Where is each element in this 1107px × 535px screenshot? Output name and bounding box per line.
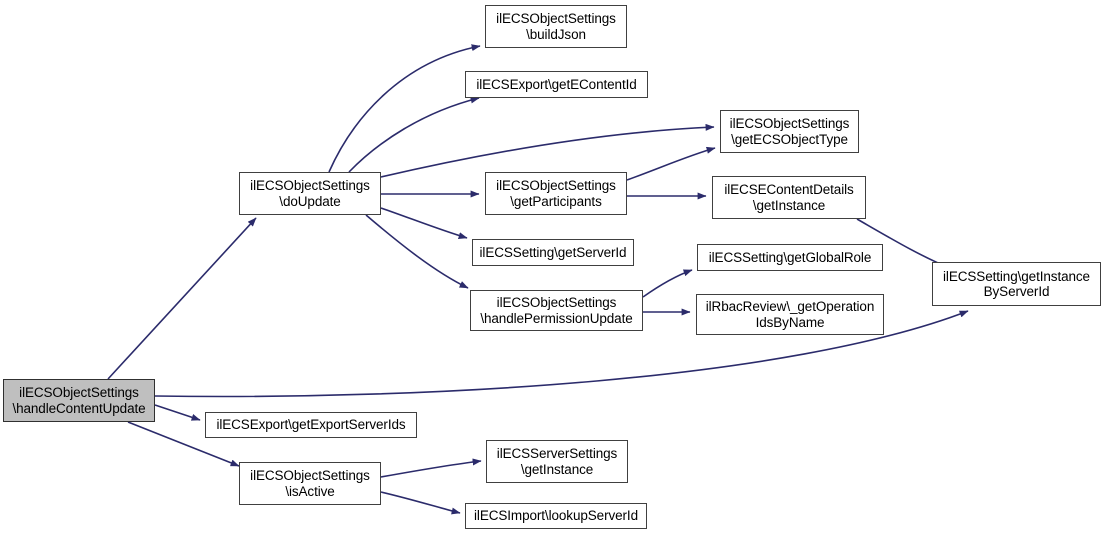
node-handleContentUpdate[interactable]: ilECSObjectSettings \handleContentUpdate	[3, 379, 155, 422]
node-lookupServerId[interactable]: ilECSImport\lookupServerId	[465, 503, 647, 529]
node-handlePermissionUpdate[interactable]: ilECSObjectSettings \handlePermissionUpd…	[470, 290, 643, 331]
node-getParticipants[interactable]: ilECSObjectSettings \getParticipants	[485, 172, 627, 215]
node-label: ilECSObjectSettings \doUpdate	[250, 178, 370, 209]
edge-doUpdate-getServerId	[380, 207, 468, 239]
node-getECSObjectType[interactable]: ilECSObjectSettings \getECSObjectType	[720, 110, 859, 153]
node-serverSettingsGetInstance[interactable]: ilECSServerSettings \getInstance	[486, 440, 628, 483]
node-getServerId[interactable]: ilECSSetting\getServerId	[472, 239, 634, 266]
node-label: ilECSSetting\getServerId	[479, 244, 627, 260]
node-label: ilECSExport\getExportServerIds	[216, 417, 406, 433]
node-label: ilECSEContentDetails \getInstance	[724, 182, 854, 213]
node-eContentDetailsGetInstance[interactable]: ilECSEContentDetails \getInstance	[712, 176, 866, 219]
node-label: ilRbacReview\_getOperation IdsByName	[705, 299, 875, 330]
node-getOperationIdsByName[interactable]: ilRbacReview\_getOperation IdsByName	[696, 294, 884, 335]
node-getEContentId[interactable]: ilECSExport\getEContentId	[465, 71, 648, 98]
node-label: ilECSSetting\getInstance ByServerId	[943, 268, 1090, 300]
node-isActive[interactable]: ilECSObjectSettings \isActive	[239, 462, 381, 505]
node-getExportServerIds[interactable]: ilECSExport\getExportServerIds	[205, 412, 417, 438]
edge-doUpdate-buildJson	[328, 44, 481, 173]
node-label: ilECSServerSettings \getInstance	[496, 446, 618, 477]
edge-doUpdate-getECSObjectType	[380, 123, 715, 178]
node-label: ilECSObjectSettings \getParticipants	[496, 178, 616, 209]
node-buildJson[interactable]: ilECSObjectSettings \buildJson	[485, 5, 627, 48]
node-label: ilECSObjectSettings \buildJson	[496, 11, 616, 42]
edge-getParticipants-getECSObjectType	[626, 146, 716, 181]
node-label: ilECSObjectSettings \isActive	[250, 468, 370, 499]
node-getInstanceByServerId[interactable]: ilECSSetting\getInstance ByServerId	[932, 262, 1101, 306]
edge-handleContentUpdate-doUpdate	[107, 217, 257, 380]
edge-isActive-serverSettingsGetInstance	[380, 458, 482, 478]
node-doUpdate[interactable]: ilECSObjectSettings \doUpdate	[239, 172, 381, 215]
edge-doUpdate-getEContentId	[348, 96, 480, 173]
edge-handlePermissionUpdate-getGlobalRole	[642, 269, 693, 298]
node-label: ilECSExport\getEContentId	[476, 76, 637, 92]
node-label: ilECSSetting\getGlobalRole	[708, 249, 872, 265]
node-label: ilECSImport\lookupServerId	[474, 508, 638, 524]
node-label: ilECSObjectSettings \getECSObjectType	[729, 116, 850, 147]
node-label: ilECSObjectSettings \handlePermissionUpd…	[480, 295, 633, 326]
edge-doUpdate-handlePermissionUpdate	[365, 214, 469, 289]
node-getGlobalRole[interactable]: ilECSSetting\getGlobalRole	[697, 244, 883, 271]
node-label: ilECSObjectSettings \handleContentUpdate	[12, 385, 146, 416]
edge-isActive-lookupServerId	[380, 491, 461, 515]
edge-handleContentUpdate-getExportServerIds	[154, 404, 201, 421]
